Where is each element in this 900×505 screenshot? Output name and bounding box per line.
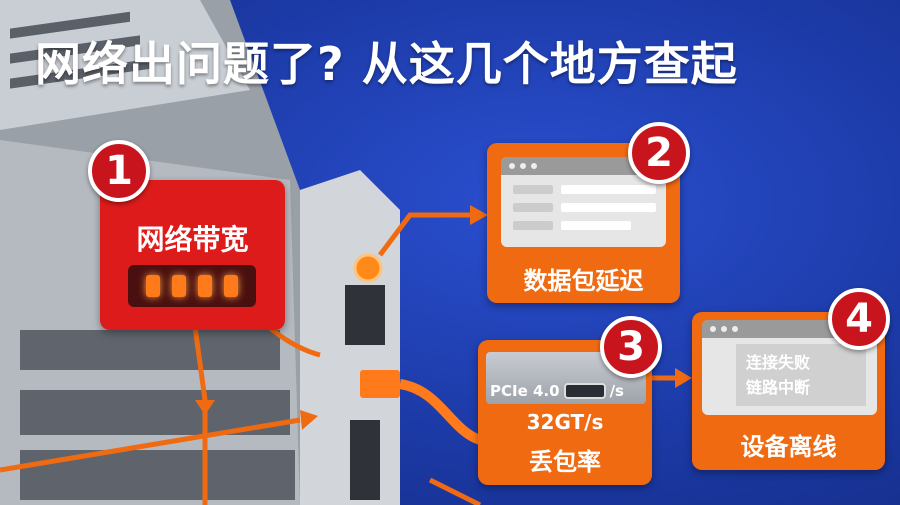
latency-label: 数据包延迟 <box>523 267 644 295</box>
led-icon <box>224 275 238 297</box>
pcie-label: PCIe 4.0 <box>490 382 560 400</box>
led-indicator-panel <box>128 265 256 307</box>
packet-loss-label: 丢包率 <box>529 448 601 476</box>
pcie-suffix: /s <box>609 382 624 400</box>
page-title: 网络出问题了? 从这几个地方查起 <box>35 37 738 91</box>
bandwidth-label: 网络带宽 <box>136 223 249 256</box>
led-icon <box>198 275 212 297</box>
error-message-box: 连接失败 链路中断 <box>736 344 866 406</box>
bandwidth-card: 网络带宽 <box>100 180 285 330</box>
badge-3: 3 <box>600 316 662 378</box>
port-icon <box>563 383 606 399</box>
badge-1: 1 <box>88 140 150 202</box>
speed-label: 32GT/s <box>526 410 604 434</box>
error-message: 连接失败 <box>746 353 811 372</box>
device-offline-label: 设备离线 <box>740 433 837 461</box>
badge-2: 2 <box>628 122 690 184</box>
led-icon <box>146 275 160 297</box>
badge-4: 4 <box>828 288 890 350</box>
error-message: 链路中断 <box>746 378 811 397</box>
led-icon <box>172 275 186 297</box>
